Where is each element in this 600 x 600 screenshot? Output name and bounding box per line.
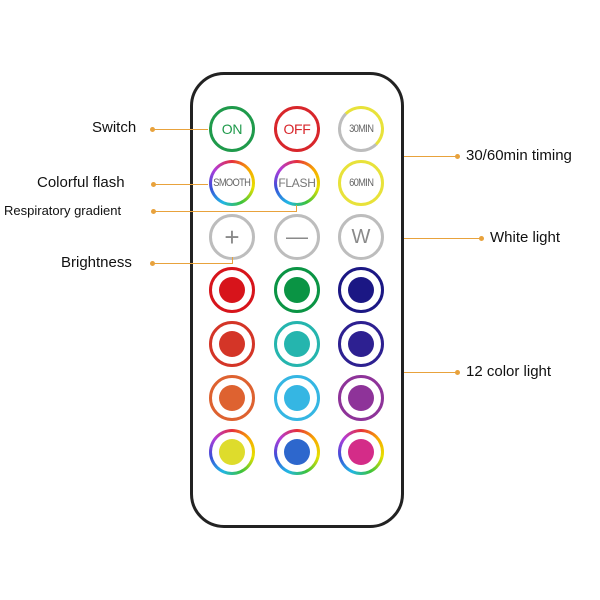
callout-dot	[455, 154, 460, 159]
color-swatch	[219, 439, 245, 465]
minus-icon: —	[286, 224, 308, 249]
callout-line	[152, 263, 232, 264]
color-swatch	[284, 277, 310, 303]
color-swatch	[348, 331, 374, 357]
color-button[interactable]	[209, 375, 255, 421]
color-button[interactable]	[338, 321, 384, 367]
off-button[interactable]: OFF	[274, 106, 320, 152]
smooth-button[interactable]: SMOOTH	[209, 160, 255, 206]
switch-label: Switch	[92, 119, 137, 136]
flash-label: FLASH	[278, 176, 316, 190]
off-label: OFF	[283, 121, 311, 137]
white-light-button[interactable]: W	[338, 214, 384, 260]
callout-line	[152, 129, 208, 130]
color-button[interactable]	[274, 267, 320, 313]
callout-line	[232, 257, 233, 264]
on-button[interactable]: ON	[209, 106, 255, 152]
color-light-label: 12 color light	[466, 363, 552, 380]
callout-line	[153, 211, 296, 212]
color-button[interactable]	[209, 321, 255, 367]
color-swatch	[284, 439, 310, 465]
timing-label: 30/60min timing	[466, 147, 572, 164]
color-swatch	[348, 439, 374, 465]
timer-60min-button[interactable]: 60MIN	[338, 160, 384, 206]
white-label: W	[351, 226, 371, 248]
respiratory-gradient-label: Respiratory gradient	[4, 203, 122, 218]
color-button[interactable]	[338, 267, 384, 313]
color-button[interactable]	[209, 267, 255, 313]
color-swatch	[219, 277, 245, 303]
colorful-flash-label: Colorful flash	[37, 174, 125, 191]
callout-line	[296, 205, 297, 212]
color-swatch	[348, 385, 374, 411]
color-swatch	[284, 385, 310, 411]
callout-line	[404, 372, 456, 373]
callout-line	[404, 156, 456, 157]
flash-button[interactable]: FLASH	[274, 160, 320, 206]
brightness-down-button[interactable]: —	[274, 214, 320, 260]
timer-30min-button[interactable]: 30MIN	[338, 106, 384, 152]
color-swatch	[284, 331, 310, 357]
color-button[interactable]	[209, 429, 255, 475]
brightness-label: Brightness	[61, 254, 132, 271]
color-swatch	[219, 331, 245, 357]
callout-line	[404, 238, 480, 239]
callout-dot	[455, 370, 460, 375]
timer-30min-label: 30MIN	[348, 123, 374, 135]
color-swatch	[348, 277, 374, 303]
color-button[interactable]	[338, 375, 384, 421]
timer-60min-label: 60MIN	[348, 177, 374, 189]
callout-line	[153, 184, 208, 185]
white-light-label: White light	[490, 229, 561, 246]
smooth-label: SMOOTH	[213, 177, 252, 189]
callout-dot	[479, 236, 484, 241]
color-swatch	[219, 385, 245, 411]
on-label: ON	[221, 121, 243, 137]
color-button[interactable]	[338, 429, 384, 475]
plus-icon: +	[224, 222, 240, 252]
color-button[interactable]	[274, 375, 320, 421]
color-button[interactable]	[274, 321, 320, 367]
brightness-up-button[interactable]: +	[209, 214, 255, 260]
color-button[interactable]	[274, 429, 320, 475]
